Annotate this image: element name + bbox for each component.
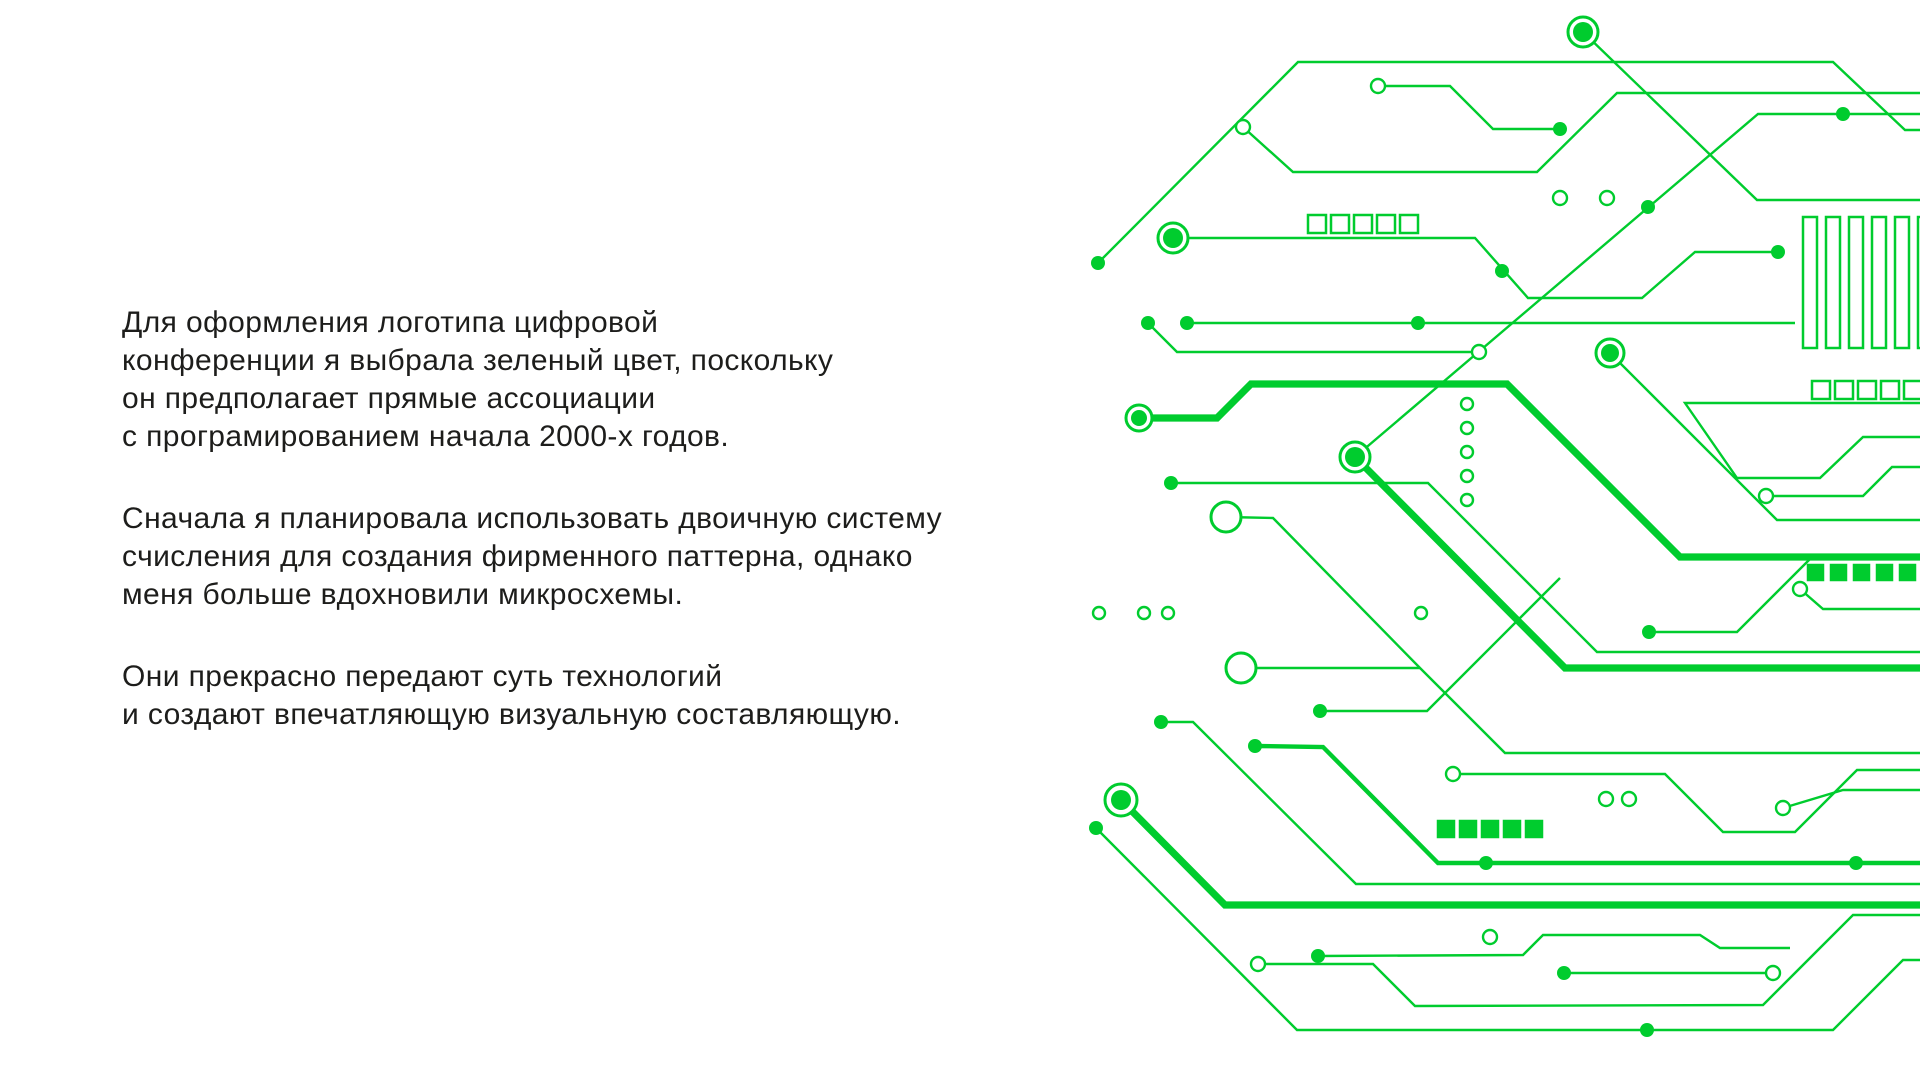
paragraph-microchips: Они прекрасно передают суть технологий и…: [122, 658, 1022, 734]
paragraph-color-choice: Для оформления логотипа цифровой конфере…: [122, 304, 1022, 456]
text-line: и создают впечатляющую визуальную состав…: [122, 698, 901, 731]
text-line: Сначала я планировала использовать двоич…: [122, 502, 942, 535]
text-line: Для оформления логотипа цифровой: [122, 306, 659, 339]
text-line: меня больше вдохновили микросхемы.: [122, 578, 684, 611]
description-text: Для оформления логотипа цифровой конфере…: [122, 304, 1022, 734]
text-line: счисления для создания фирменного паттер…: [122, 540, 913, 573]
text-line: с програмированием начала 2000-х годов.: [122, 420, 730, 453]
text-line: конференции я выбрала зеленый цвет, поск…: [122, 344, 834, 377]
paragraph-pattern-idea: Сначала я планировала использовать двоич…: [122, 500, 1022, 614]
text-line: он предполагает прямые ассоциации: [122, 382, 656, 415]
text-line: Они прекрасно передают суть технологий: [122, 660, 723, 693]
